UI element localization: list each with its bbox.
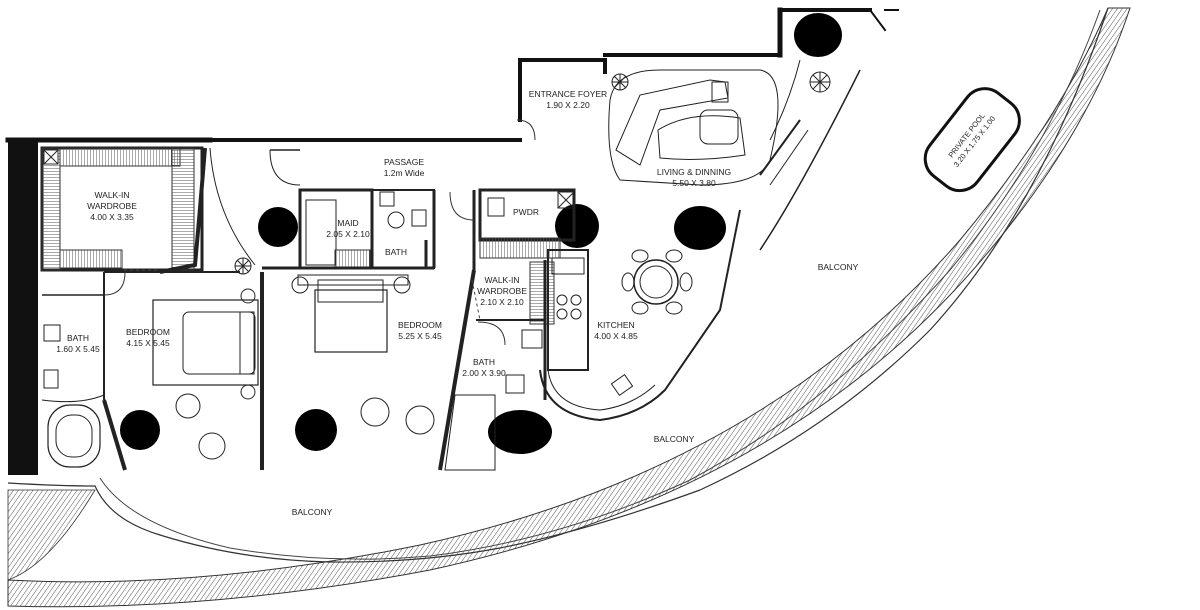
room-label-bedroom-2: BEDROOM 5.25 X 5.45 (388, 320, 452, 342)
room-dims: 5.25 X 5.45 (398, 331, 442, 341)
room-label-entrance-foyer: ENTRANCE FOYER 1.90 X 2.20 (528, 89, 608, 111)
room-name: BALCONY (291, 507, 333, 517)
room-name: BATH (472, 357, 496, 367)
room-label-bath-2: BATH 2.00 X 3.90 (452, 357, 516, 379)
room-dims: 1.60 X 5.45 (56, 344, 100, 354)
room-dims: 4.00 X 4.85 (594, 331, 638, 341)
room-name: MAID (337, 218, 359, 228)
sliding-doors (124, 269, 481, 321)
room-label-living-dinning: LIVING & DINNING 5.50 X 3.80 (646, 167, 742, 189)
room-name: WARDROBE (87, 201, 137, 211)
room-dims: 4.00 X 3.35 (90, 212, 134, 222)
room-label-walkin-wardrobe-1: WALK-IN WARDROBE 4.00 X 3.35 (72, 190, 152, 223)
balcony-outer-band (7, 7, 1131, 608)
room-name: PWDR (513, 207, 539, 217)
interior-walls (40, 146, 576, 471)
room-dims: 4.15 X 5.45 (126, 338, 170, 348)
structural-columns (120, 13, 842, 454)
room-label-balcony-right: BALCONY (808, 262, 868, 273)
room-dims: 2.05 X 2.10 (326, 229, 370, 239)
room-label-walkin-wardrobe-2: WALK-IN WARDROBE 2.10 X 2.10 (470, 275, 534, 308)
plant-icon (234, 71, 831, 275)
room-label-bedroom-1: BEDROOM 4.15 X 5.45 (116, 327, 180, 349)
room-name: BATH (384, 247, 408, 257)
room-name: BALCONY (653, 434, 695, 444)
room-dims: 1.90 X 2.20 (546, 100, 590, 110)
kitchen-fixtures (539, 209, 741, 422)
exterior-walls (5, 7, 899, 475)
room-dims: 5.50 X 3.80 (672, 178, 716, 188)
room-name: PASSAGE (384, 157, 424, 167)
room-label-bath-1: BATH 1.60 X 5.45 (50, 333, 106, 355)
room-name: WARDROBE (477, 286, 527, 296)
balcony-inner-edge (99, 9, 1101, 560)
room-label-balcony-bottom: BALCONY (282, 507, 342, 518)
room-label-pwdr: PWDR (508, 207, 544, 218)
room-name: BEDROOM (398, 320, 442, 330)
private-pool (923, 87, 1021, 193)
room-label-passage: PASSAGE 1.2m Wide (362, 157, 446, 179)
room-name: BALCONY (817, 262, 859, 272)
room-name: KITCHEN (597, 320, 635, 330)
room-label-balcony-middle: BALCONY (644, 434, 704, 445)
room-name: WALK-IN (484, 275, 520, 285)
room-name: ENTRANCE FOYER (528, 89, 608, 99)
room-dims: 2.00 X 3.90 (462, 368, 506, 378)
room-dims: 1.2m Wide (383, 168, 425, 178)
room-label-maid-bath: BATH (378, 247, 414, 258)
room-name: WALK-IN (94, 190, 130, 200)
room-label-kitchen: KITCHEN 4.00 X 4.85 (584, 320, 648, 342)
room-label-maid: MAID 2.05 X 2.10 (316, 218, 380, 240)
door-swings (103, 119, 536, 346)
room-dims: 2.10 X 2.10 (480, 297, 524, 307)
living-furniture (608, 59, 861, 251)
room-name: LIVING & DINNING (656, 167, 732, 177)
room-name: BATH (66, 333, 90, 343)
room-name: BEDROOM (126, 327, 170, 337)
